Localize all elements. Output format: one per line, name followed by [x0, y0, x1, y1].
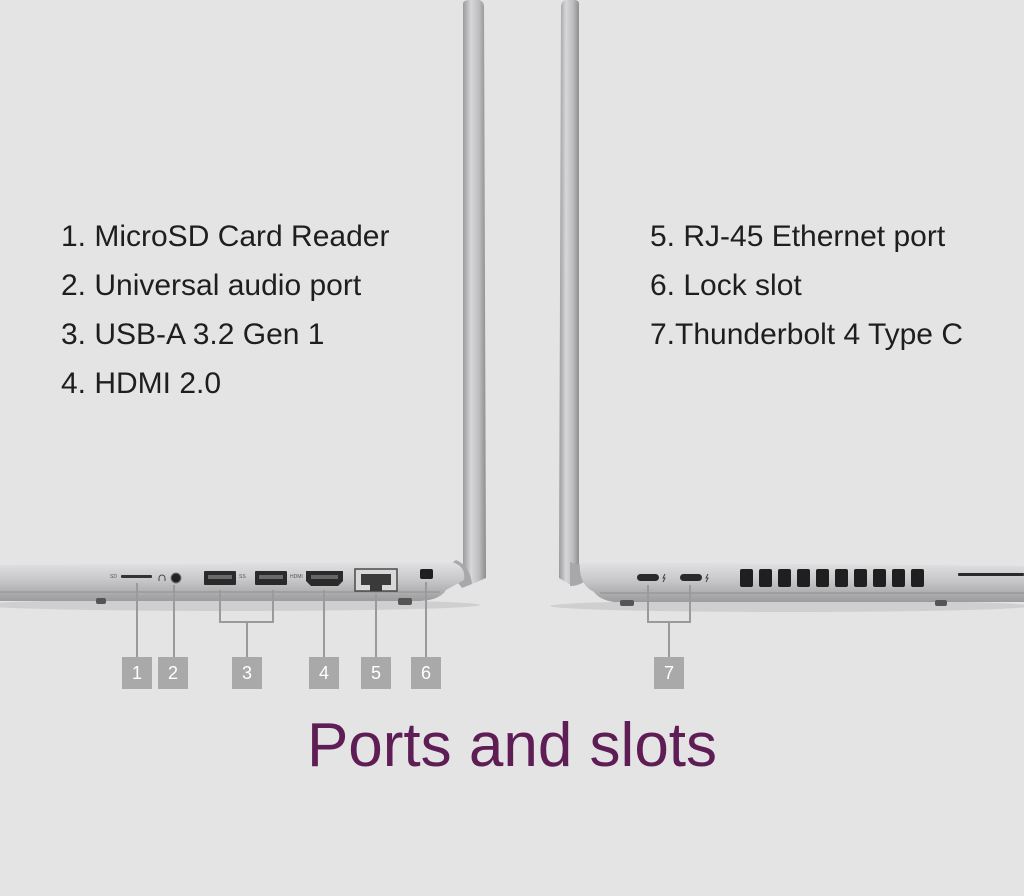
microsd-slot — [121, 575, 152, 578]
callout-4: 4 — [309, 657, 339, 689]
page-title: Ports and slots — [306, 711, 718, 780]
right-laptop-lid — [559, 0, 579, 584]
right-laptop-shadow — [550, 600, 1024, 612]
left-features-list: 1. MicroSD Card Reader 2. Universal audi… — [61, 212, 389, 408]
callout-3: 3 — [232, 657, 262, 689]
hdmi-port-pins — [311, 575, 338, 579]
left-leader-lines — [136, 582, 427, 657]
thunderbolt-port-1 — [637, 574, 659, 581]
left-laptop-shadow — [0, 599, 480, 611]
right-laptop-foot-2 — [935, 600, 947, 606]
feature-microsd: 1. MicroSD Card Reader — [61, 220, 390, 253]
thunderbolt-port-2 — [680, 574, 702, 581]
right-laptop-foot-1 — [620, 600, 634, 606]
cooling-vents — [740, 569, 924, 587]
feature-rj45: 5. RJ-45 Ethernet port — [650, 220, 946, 253]
callout-6: 6 — [411, 657, 441, 689]
audio-jack — [170, 572, 182, 584]
feature-audio-port: 2. Universal audio port — [61, 269, 362, 302]
usb-port-label-1: SS — [239, 574, 246, 580]
left-laptop-lid — [463, 0, 486, 584]
hdmi-port-label: HDMI — [290, 574, 303, 580]
feature-lock-slot: 6. Lock slot — [650, 269, 802, 302]
usb-a-port-2-tongue — [259, 575, 283, 579]
usb-a-port-1-tongue — [208, 575, 232, 579]
headset-icon — [158, 574, 166, 581]
rj45-port-clip — [370, 585, 382, 591]
rj45-port-inner — [361, 574, 391, 585]
right-features-list: 5. RJ-45 Ethernet port 6. Lock slot 7.Th… — [650, 212, 963, 359]
thunderbolt-icon-2 — [705, 573, 709, 583]
callout-2: 2 — [158, 657, 188, 689]
callout-7: 7 — [654, 657, 684, 689]
left-laptop-foot-1 — [96, 598, 106, 604]
right-leader-lines — [647, 585, 691, 657]
lock-slot — [420, 569, 433, 579]
smartcard-slot — [958, 573, 1024, 576]
thunderbolt-icon-1 — [662, 573, 666, 583]
feature-usb-a: 3. USB-A 3.2 Gen 1 — [61, 318, 325, 351]
feature-hdmi: 4. HDMI 2.0 — [61, 367, 222, 400]
callout-1: 1 — [122, 657, 152, 689]
left-laptop — [0, 0, 486, 657]
left-laptop-foot-2 — [398, 598, 412, 605]
callout-5: 5 — [361, 657, 391, 689]
feature-thunderbolt: 7.Thunderbolt 4 Type C — [650, 318, 963, 351]
sd-port-label: SD — [110, 574, 117, 580]
right-laptop — [550, 0, 1024, 657]
